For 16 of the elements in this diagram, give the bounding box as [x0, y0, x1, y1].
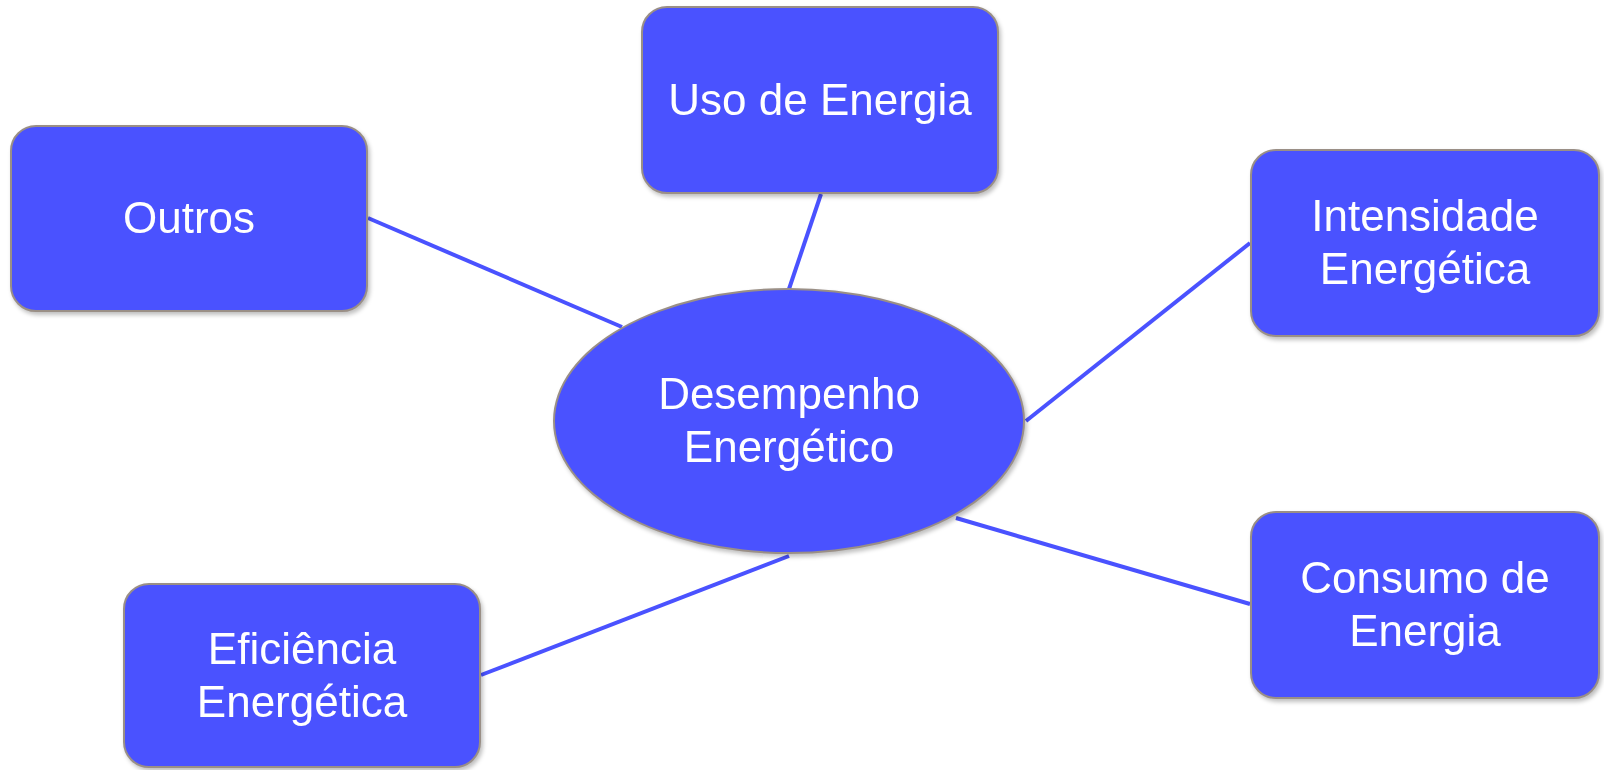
connector-line — [480, 554, 790, 677]
topic-box — [123, 583, 481, 768]
node-label: Intensidade Energética — [1310, 190, 1540, 295]
topic-box — [1250, 149, 1600, 337]
topic-box — [10, 125, 368, 312]
topic-box — [641, 6, 999, 194]
connector-line — [955, 516, 1251, 606]
node-label: Desempenho Energético — [657, 368, 921, 473]
connector-line — [787, 193, 823, 290]
node-label: Outros — [121, 192, 256, 245]
connector-line — [1024, 241, 1252, 423]
connector-line — [367, 216, 623, 329]
node-label: Uso de Energia — [667, 73, 973, 126]
node-label: Consumo de Energia — [1299, 552, 1551, 657]
node-label: Eficiência Energética — [195, 622, 409, 728]
topic-box — [1250, 511, 1600, 699]
